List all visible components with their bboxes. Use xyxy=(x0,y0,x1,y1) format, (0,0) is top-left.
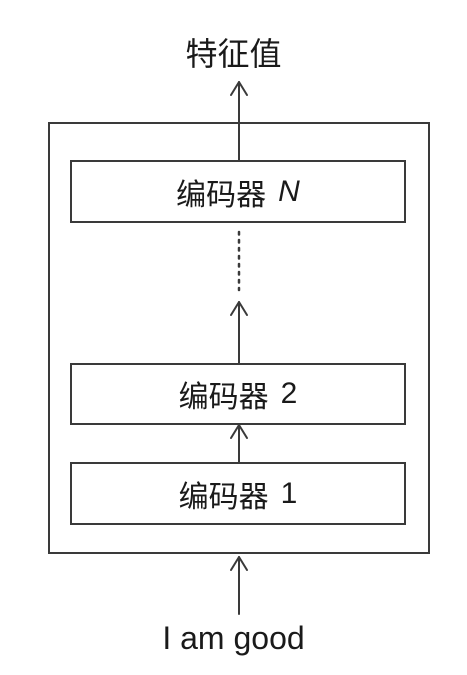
encoder-name: 编码器 xyxy=(178,479,269,515)
encoder-box-2: 编码器 2 xyxy=(70,363,406,425)
arrow-output xyxy=(230,81,248,161)
encoder-box-n: 编码器 N xyxy=(70,160,406,223)
encoder-index: 2 xyxy=(280,377,298,410)
encoder-stack-container xyxy=(48,122,430,554)
arrow-input xyxy=(230,556,248,615)
input-label: I am good xyxy=(162,620,305,656)
encoder-name: 编码器 xyxy=(178,380,269,415)
encoder-index: 1 xyxy=(280,476,298,510)
encoder-name: 编码器 xyxy=(176,177,267,213)
encoder-box-1: 编码器 1 xyxy=(70,462,406,525)
output-label: 特征值 xyxy=(185,35,282,73)
arrow-enc2-up xyxy=(230,301,248,364)
arrow-enc1-to-enc2 xyxy=(230,424,248,463)
encoder-index: N xyxy=(278,174,300,208)
